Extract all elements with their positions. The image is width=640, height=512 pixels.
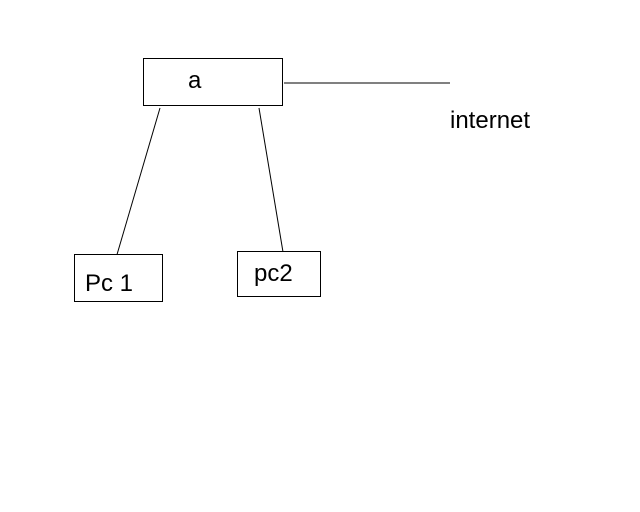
node-router: a [143,58,283,106]
edge-router-pc2 [258,107,284,253]
node-router-box [143,58,283,106]
node-pc1-label: Pc 1 [85,270,133,297]
node-pc2-box [237,251,321,297]
node-pc1: Pc 1 [74,254,163,302]
node-pc1-box [74,254,163,302]
node-pc2: pc2 [237,251,321,297]
node-router-label: a [188,67,202,94]
node-pc2-label: pc2 [254,260,293,287]
internet-label: internet [450,107,530,134]
edge-router-pc1 [115,107,161,259]
